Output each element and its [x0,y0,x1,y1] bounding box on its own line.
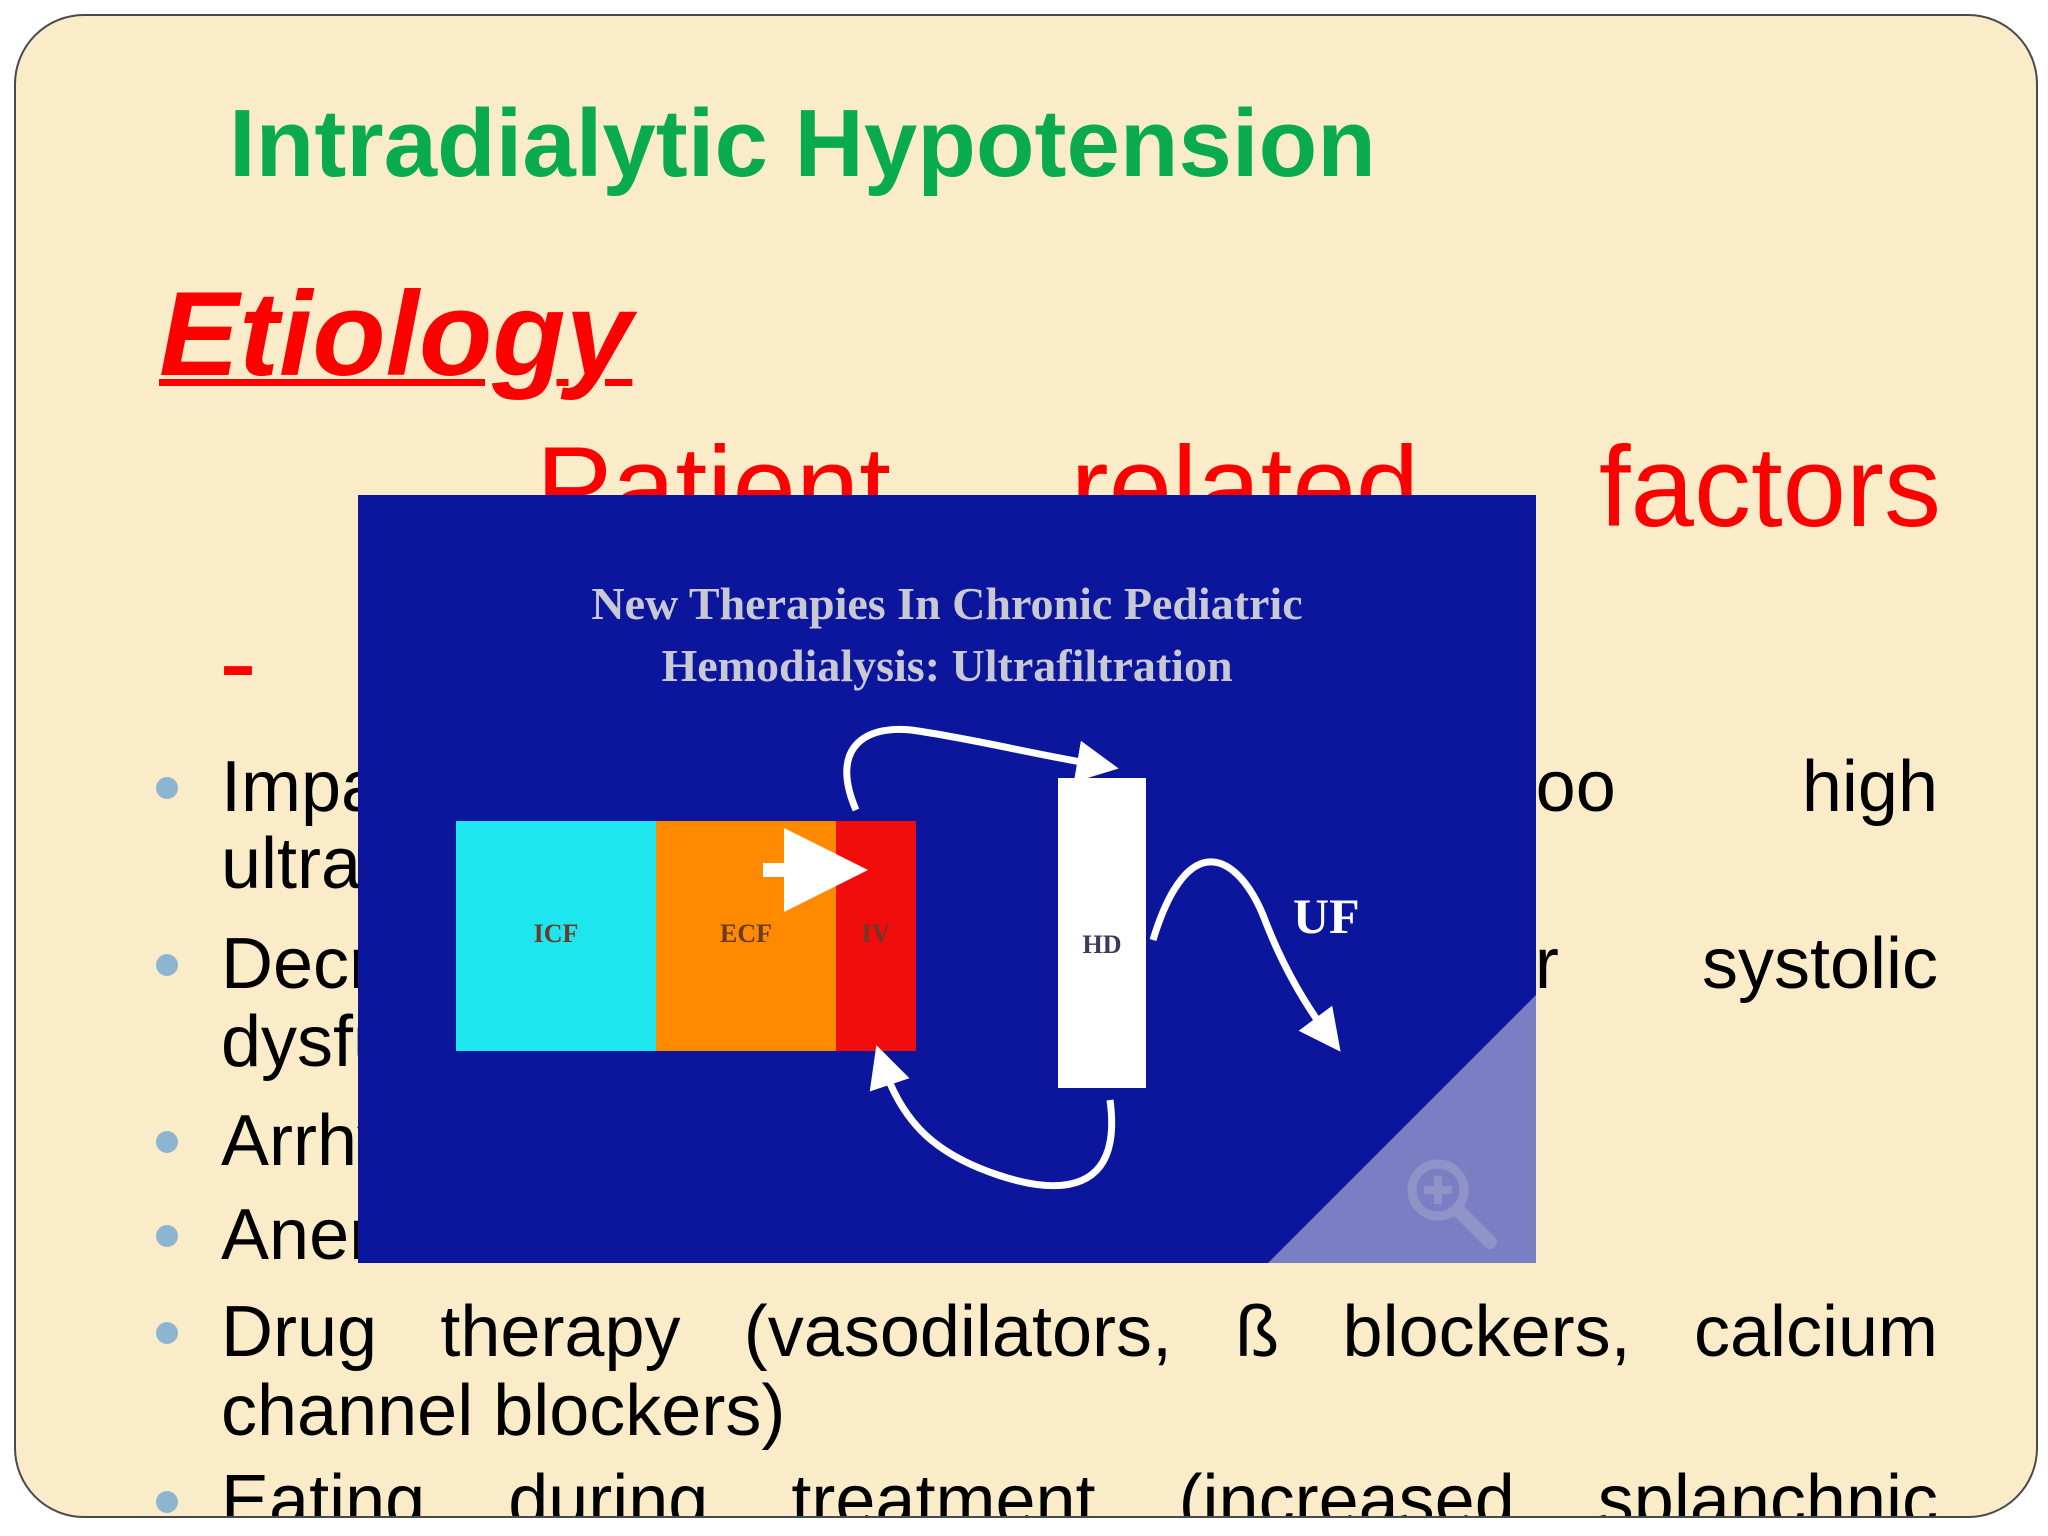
image-title-line: New Therapies In Chronic Pediatric [591,578,1303,629]
flow-arrows [763,725,1341,1190]
bullet-dot [156,777,178,799]
bullet-text: channel blockers) [221,1371,786,1451]
hemodialyzer-box: HD [1058,778,1146,1088]
bullet-dot [156,954,178,976]
bullet-text: Drug therapy (vasodilators, ß blockers, … [221,1292,1938,1372]
iv-to-hd-arrow [843,725,1119,812]
zoom-in-icon[interactable] [1398,1150,1508,1260]
heading-dash: - [219,599,257,726]
ultrafiltration-arrow [1149,858,1341,1052]
bullet-dot [156,1491,178,1513]
zoom-corner [1268,995,1536,1263]
icf-label: ICF [533,919,579,948]
ecf-label: ECF [720,919,772,948]
bullet-dot [156,1322,178,1344]
uf-label: UF [1293,888,1360,944]
icf-box: ICF [456,821,656,1051]
section-heading-etiology: Etiology [159,267,633,401]
hd-to-iv-arrow [869,1045,1116,1190]
slide-title: Intradialytic Hypotension [229,90,1376,197]
image-title: New Therapies In Chronic Pediatric Hemod… [358,573,1536,697]
ecf-box: ECF [656,821,836,1051]
image-title-line: Hemodialysis: Ultrafiltration [661,640,1233,691]
bullet-dot [156,1131,178,1153]
hd-label: HD [1082,930,1122,959]
embedded-image-ultrafiltration[interactable]: New Therapies In Chronic Pediatric Hemod… [358,495,1536,1263]
bullet-dot [156,1225,178,1247]
iv-label: IV [861,919,891,948]
bullet-text: Eating during treatment (increased splan… [221,1461,1938,1518]
